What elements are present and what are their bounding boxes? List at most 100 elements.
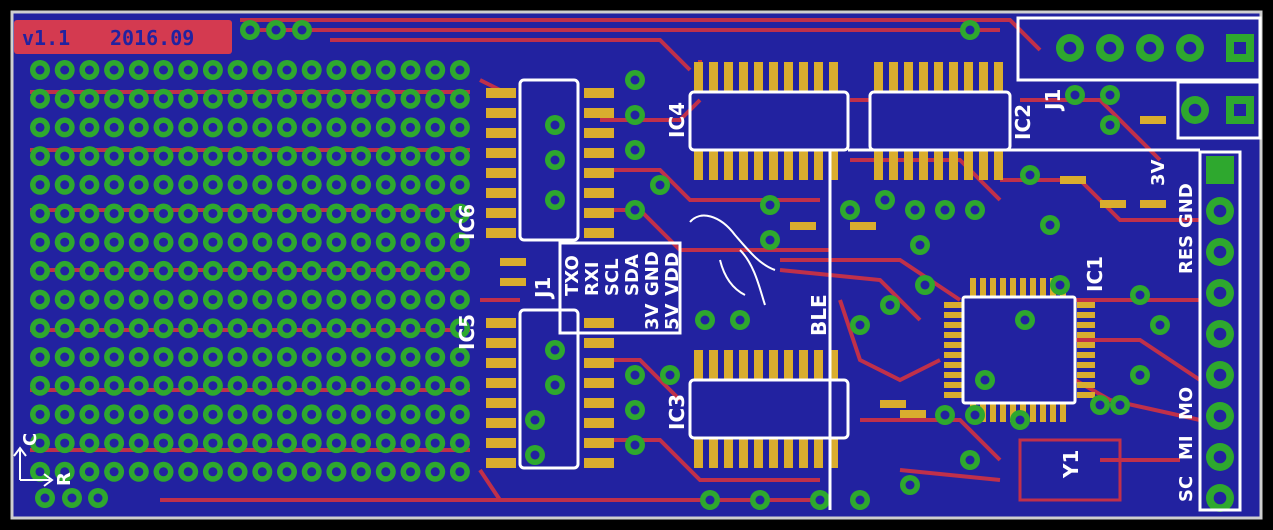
- smd-pad: [990, 278, 996, 296]
- top-trace: [850, 158, 1002, 202]
- via-hole: [765, 200, 775, 210]
- smd-pad: [709, 350, 718, 380]
- via-hole: [257, 94, 267, 104]
- smd-pad: [990, 404, 996, 422]
- via-hole: [430, 122, 440, 132]
- via-hole: [233, 438, 243, 448]
- smd-pad: [694, 438, 703, 468]
- via-hole: [233, 381, 243, 391]
- via-hole: [60, 323, 70, 333]
- via-hole: [331, 180, 341, 190]
- header-labels: 3V GND RES MO MI SC: [1148, 159, 1197, 502]
- via-hole: [84, 151, 94, 161]
- via-hole: [430, 323, 440, 333]
- via-hole: [1103, 41, 1117, 55]
- via-hole: [307, 381, 317, 391]
- via-hole: [381, 94, 391, 104]
- via-hole: [208, 295, 218, 305]
- via-hole: [208, 94, 218, 104]
- via-hole: [455, 467, 465, 477]
- via-hole: [406, 409, 415, 419]
- via-hole: [233, 237, 243, 247]
- smd-pad: [486, 228, 516, 238]
- via-hole: [406, 438, 415, 448]
- top-trace: [860, 418, 1002, 462]
- smd-pad: [784, 150, 793, 180]
- via-hole: [84, 180, 94, 190]
- via-hole: [67, 493, 77, 503]
- via-hole: [381, 209, 391, 218]
- via-hole: [233, 467, 243, 477]
- via-hole: [134, 295, 144, 305]
- pin-label-5v: 5V: [662, 303, 683, 330]
- via-hole: [35, 94, 45, 104]
- logo-mascot: [689, 214, 776, 306]
- smd-pad: [754, 150, 763, 180]
- via-hole: [109, 209, 119, 218]
- smd-pad: [584, 228, 614, 238]
- via-hole: [159, 266, 168, 276]
- via-hole: [381, 180, 391, 190]
- smd-pad: [1020, 278, 1026, 296]
- via-hole: [183, 409, 193, 419]
- ic3-outline: [688, 378, 850, 440]
- via-hole: [845, 205, 855, 215]
- via-hole: [1213, 204, 1227, 218]
- via-hole: [735, 315, 745, 325]
- via-hole: [109, 295, 119, 305]
- smd-pad: [949, 62, 958, 92]
- via-hole: [630, 110, 640, 120]
- via-hole: [233, 323, 243, 333]
- smd-pad: [1030, 404, 1036, 422]
- smd-pad: [1000, 404, 1006, 422]
- top-trace: [1020, 98, 1162, 162]
- smd-pad: [1050, 404, 1056, 422]
- pin-labels: TXO RXI SCL SDA GND VDD 3V 5V: [562, 251, 683, 330]
- ic5-label: IC5: [455, 314, 479, 350]
- smd-pad: [486, 318, 516, 328]
- smd-pad: [829, 438, 838, 468]
- smd-pad: [486, 148, 516, 158]
- via-hole: [970, 205, 980, 215]
- smd-pad: [970, 278, 976, 296]
- via-hole: [208, 237, 218, 247]
- smd-pad: [769, 350, 778, 380]
- via-hole: [257, 381, 267, 391]
- via-hole: [208, 438, 218, 448]
- via-hole: [297, 25, 307, 35]
- via-hole: [1105, 120, 1115, 130]
- via-hole: [406, 151, 415, 161]
- via-hole: [35, 438, 45, 448]
- via-hole: [1055, 280, 1065, 290]
- via-hole: [282, 237, 292, 247]
- via-hole: [705, 495, 715, 505]
- header-label-3v: 3V: [1148, 159, 1169, 186]
- via-hole: [1025, 170, 1035, 180]
- smd-pad: [754, 350, 763, 380]
- via-hole: [84, 438, 94, 448]
- smd-pad: [1030, 278, 1036, 296]
- via-hole: [159, 295, 168, 305]
- smd-pad: [584, 168, 614, 178]
- version-label: v1.1: [22, 26, 70, 50]
- top-trace: [779, 268, 922, 322]
- j1-right-lower-outline: [1176, 80, 1262, 140]
- via-hole: [35, 266, 45, 276]
- ic6-outline: [518, 78, 580, 242]
- smd-pad: [944, 352, 962, 358]
- smd-pad: [944, 382, 962, 388]
- via-hole: [257, 151, 267, 161]
- via-hole: [35, 381, 45, 391]
- via-hole: [282, 295, 292, 305]
- smd-pad: [1077, 342, 1095, 348]
- smd-pad: [1040, 404, 1046, 422]
- smd-pad: [709, 62, 718, 92]
- via-hole: [356, 122, 366, 132]
- via-hole: [35, 295, 45, 305]
- via-hole: [35, 237, 45, 247]
- via-hole: [40, 493, 50, 503]
- via-hole: [1135, 290, 1145, 300]
- via-hole: [60, 122, 70, 132]
- smd-pad: [814, 62, 823, 92]
- via-hole: [271, 25, 281, 35]
